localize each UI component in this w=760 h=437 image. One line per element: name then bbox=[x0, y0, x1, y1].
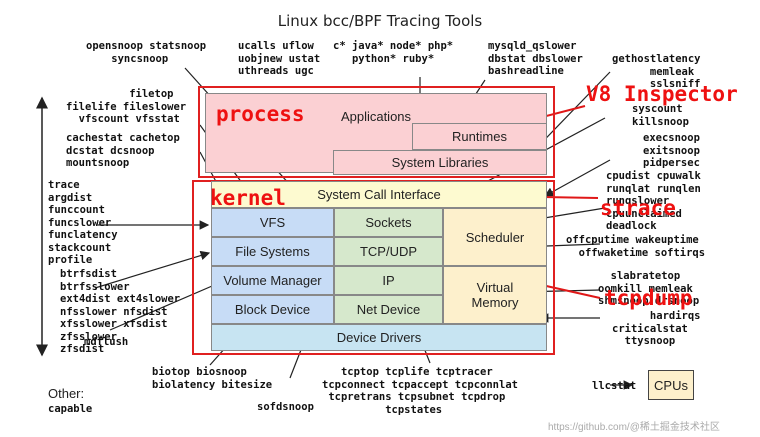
strace-annotation: strace bbox=[600, 196, 676, 220]
tcp-udp-label: TCP/UDP bbox=[359, 244, 418, 259]
tools-tcptop: tcptop tcplife tcptracer tcpconnect tcpa… bbox=[322, 366, 518, 416]
tools-llcstat: llcstat bbox=[592, 380, 637, 392]
tools-mysqld: mysqld_qslower dbstat dbslower bashreadl… bbox=[488, 40, 583, 77]
tools-syscount: syscount killsnoop bbox=[632, 103, 689, 128]
virtual-memory-box: Virtual Memory bbox=[443, 266, 547, 324]
vfs-box: VFS bbox=[211, 208, 334, 237]
system-libraries-label: System Libraries bbox=[391, 155, 489, 170]
tools-capable: capable bbox=[48, 403, 93, 415]
scheduler-box: Scheduler bbox=[443, 208, 547, 266]
process-annotation: process bbox=[216, 102, 305, 126]
tools-ucalls: ucalls uflow uobjnew ustat uthreads ugc bbox=[238, 40, 321, 77]
tcp-udp-box: TCP/UDP bbox=[334, 237, 443, 266]
tools-cpudist: cpudist cpuwalk runqlat runqlen runqslow… bbox=[606, 170, 701, 232]
process-frame bbox=[198, 86, 555, 178]
tools-mdflush: mdflush bbox=[84, 336, 129, 348]
block-device-label: Block Device bbox=[234, 302, 311, 317]
runtimes-box: Runtimes bbox=[412, 123, 547, 150]
tools-gethost: gethostlatency memleak sslsniff bbox=[612, 53, 701, 90]
v8-inspector-annotation: V8 Inspector bbox=[586, 82, 738, 106]
tools-slabratetop: slabratetop oomkill memleak shmsnoop drs… bbox=[598, 270, 700, 307]
tools-filetop: filetop filelife fileslower vfscount vfs… bbox=[66, 88, 187, 125]
tools-trace: trace argdist funccount funcslower funcl… bbox=[48, 179, 118, 266]
tools-biotop: biotop biosnoop biolatency bitesize bbox=[152, 366, 273, 391]
file-systems-box: File Systems bbox=[211, 237, 334, 266]
sockets-label: Sockets bbox=[365, 215, 412, 230]
tools-hardirqs: hardirqs criticalstat ttysnoop bbox=[612, 310, 701, 347]
system-libraries-box: System Libraries bbox=[333, 150, 547, 175]
net-device-label: Net Device bbox=[356, 302, 421, 317]
other-label: Other: bbox=[48, 386, 85, 401]
net-device-box: Net Device bbox=[334, 295, 443, 324]
volume-manager-label: Volume Manager bbox=[223, 273, 322, 288]
tools-btrfs: btrfsdist btrfsslower ext4dist ext4slowe… bbox=[60, 268, 181, 355]
tcpdump-annotation: tcpdump bbox=[604, 286, 693, 310]
kernel-annotation: kernel bbox=[210, 186, 286, 210]
watermark: https://github.com/@稀土掘金技术社区 bbox=[548, 422, 720, 433]
file-systems-label: File Systems bbox=[235, 244, 310, 259]
sockets-box: Sockets bbox=[334, 208, 443, 237]
block-device-box: Block Device bbox=[211, 295, 334, 324]
tools-opensnoop: opensnoop statsnoop syncsnoop bbox=[86, 40, 207, 65]
runtimes-label: Runtimes bbox=[452, 129, 507, 144]
tools-execsnoop: execsnoop exitsnoop pidpersec bbox=[643, 132, 700, 169]
device-drivers-box: Device Drivers bbox=[211, 324, 547, 351]
scheduler-label: Scheduler bbox=[465, 229, 525, 245]
volume-manager-box: Volume Manager bbox=[211, 266, 334, 295]
tools-offcpu: offcputime wakeuptime offwaketime softir… bbox=[566, 234, 706, 259]
syscall-interface-box: System Call Interface bbox=[211, 181, 547, 208]
diagram-title: Linux bcc/BPF Tracing Tools bbox=[277, 12, 483, 30]
tools-sofdsnoop: sofdsnoop bbox=[257, 401, 314, 413]
tools-langs: c* java* node* php* python* ruby* bbox=[333, 40, 454, 65]
ip-box: IP bbox=[334, 266, 443, 295]
syscall-interface-label: System Call Interface bbox=[317, 187, 441, 202]
device-drivers-label: Device Drivers bbox=[336, 330, 422, 345]
ip-label: IP bbox=[382, 273, 395, 288]
applications-label: Applications bbox=[340, 109, 412, 124]
tools-cachestat: cachestat cachetop dcstat dcsnoop mounts… bbox=[66, 132, 180, 169]
vfs-label: VFS bbox=[259, 215, 286, 230]
virtual-memory-label: Virtual Memory bbox=[471, 280, 519, 310]
cpus-box: CPUs bbox=[648, 370, 694, 400]
cpus-label: CPUs bbox=[654, 377, 688, 393]
